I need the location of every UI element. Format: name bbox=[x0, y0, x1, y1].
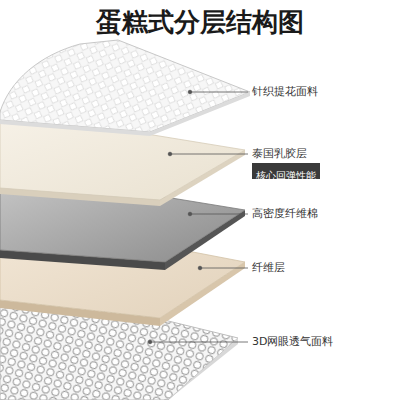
leader-lines bbox=[148, 90, 248, 344]
highlight-box: 核心回弹性能 bbox=[252, 163, 320, 179]
fabric-layer bbox=[0, 40, 250, 136]
part-label: 高密度纤维棉 bbox=[252, 207, 318, 221]
part-label: 针织提花面料 bbox=[252, 85, 318, 99]
diagram-title: 蛋糕式分层结构图 bbox=[0, 6, 400, 38]
part-label: 纤维层 bbox=[252, 261, 285, 275]
node-text: 核心回弹性能 bbox=[256, 169, 316, 183]
part-label: 3D网眼透气面料 bbox=[252, 335, 333, 349]
part-label: 泰国乳胶层 bbox=[252, 147, 307, 161]
